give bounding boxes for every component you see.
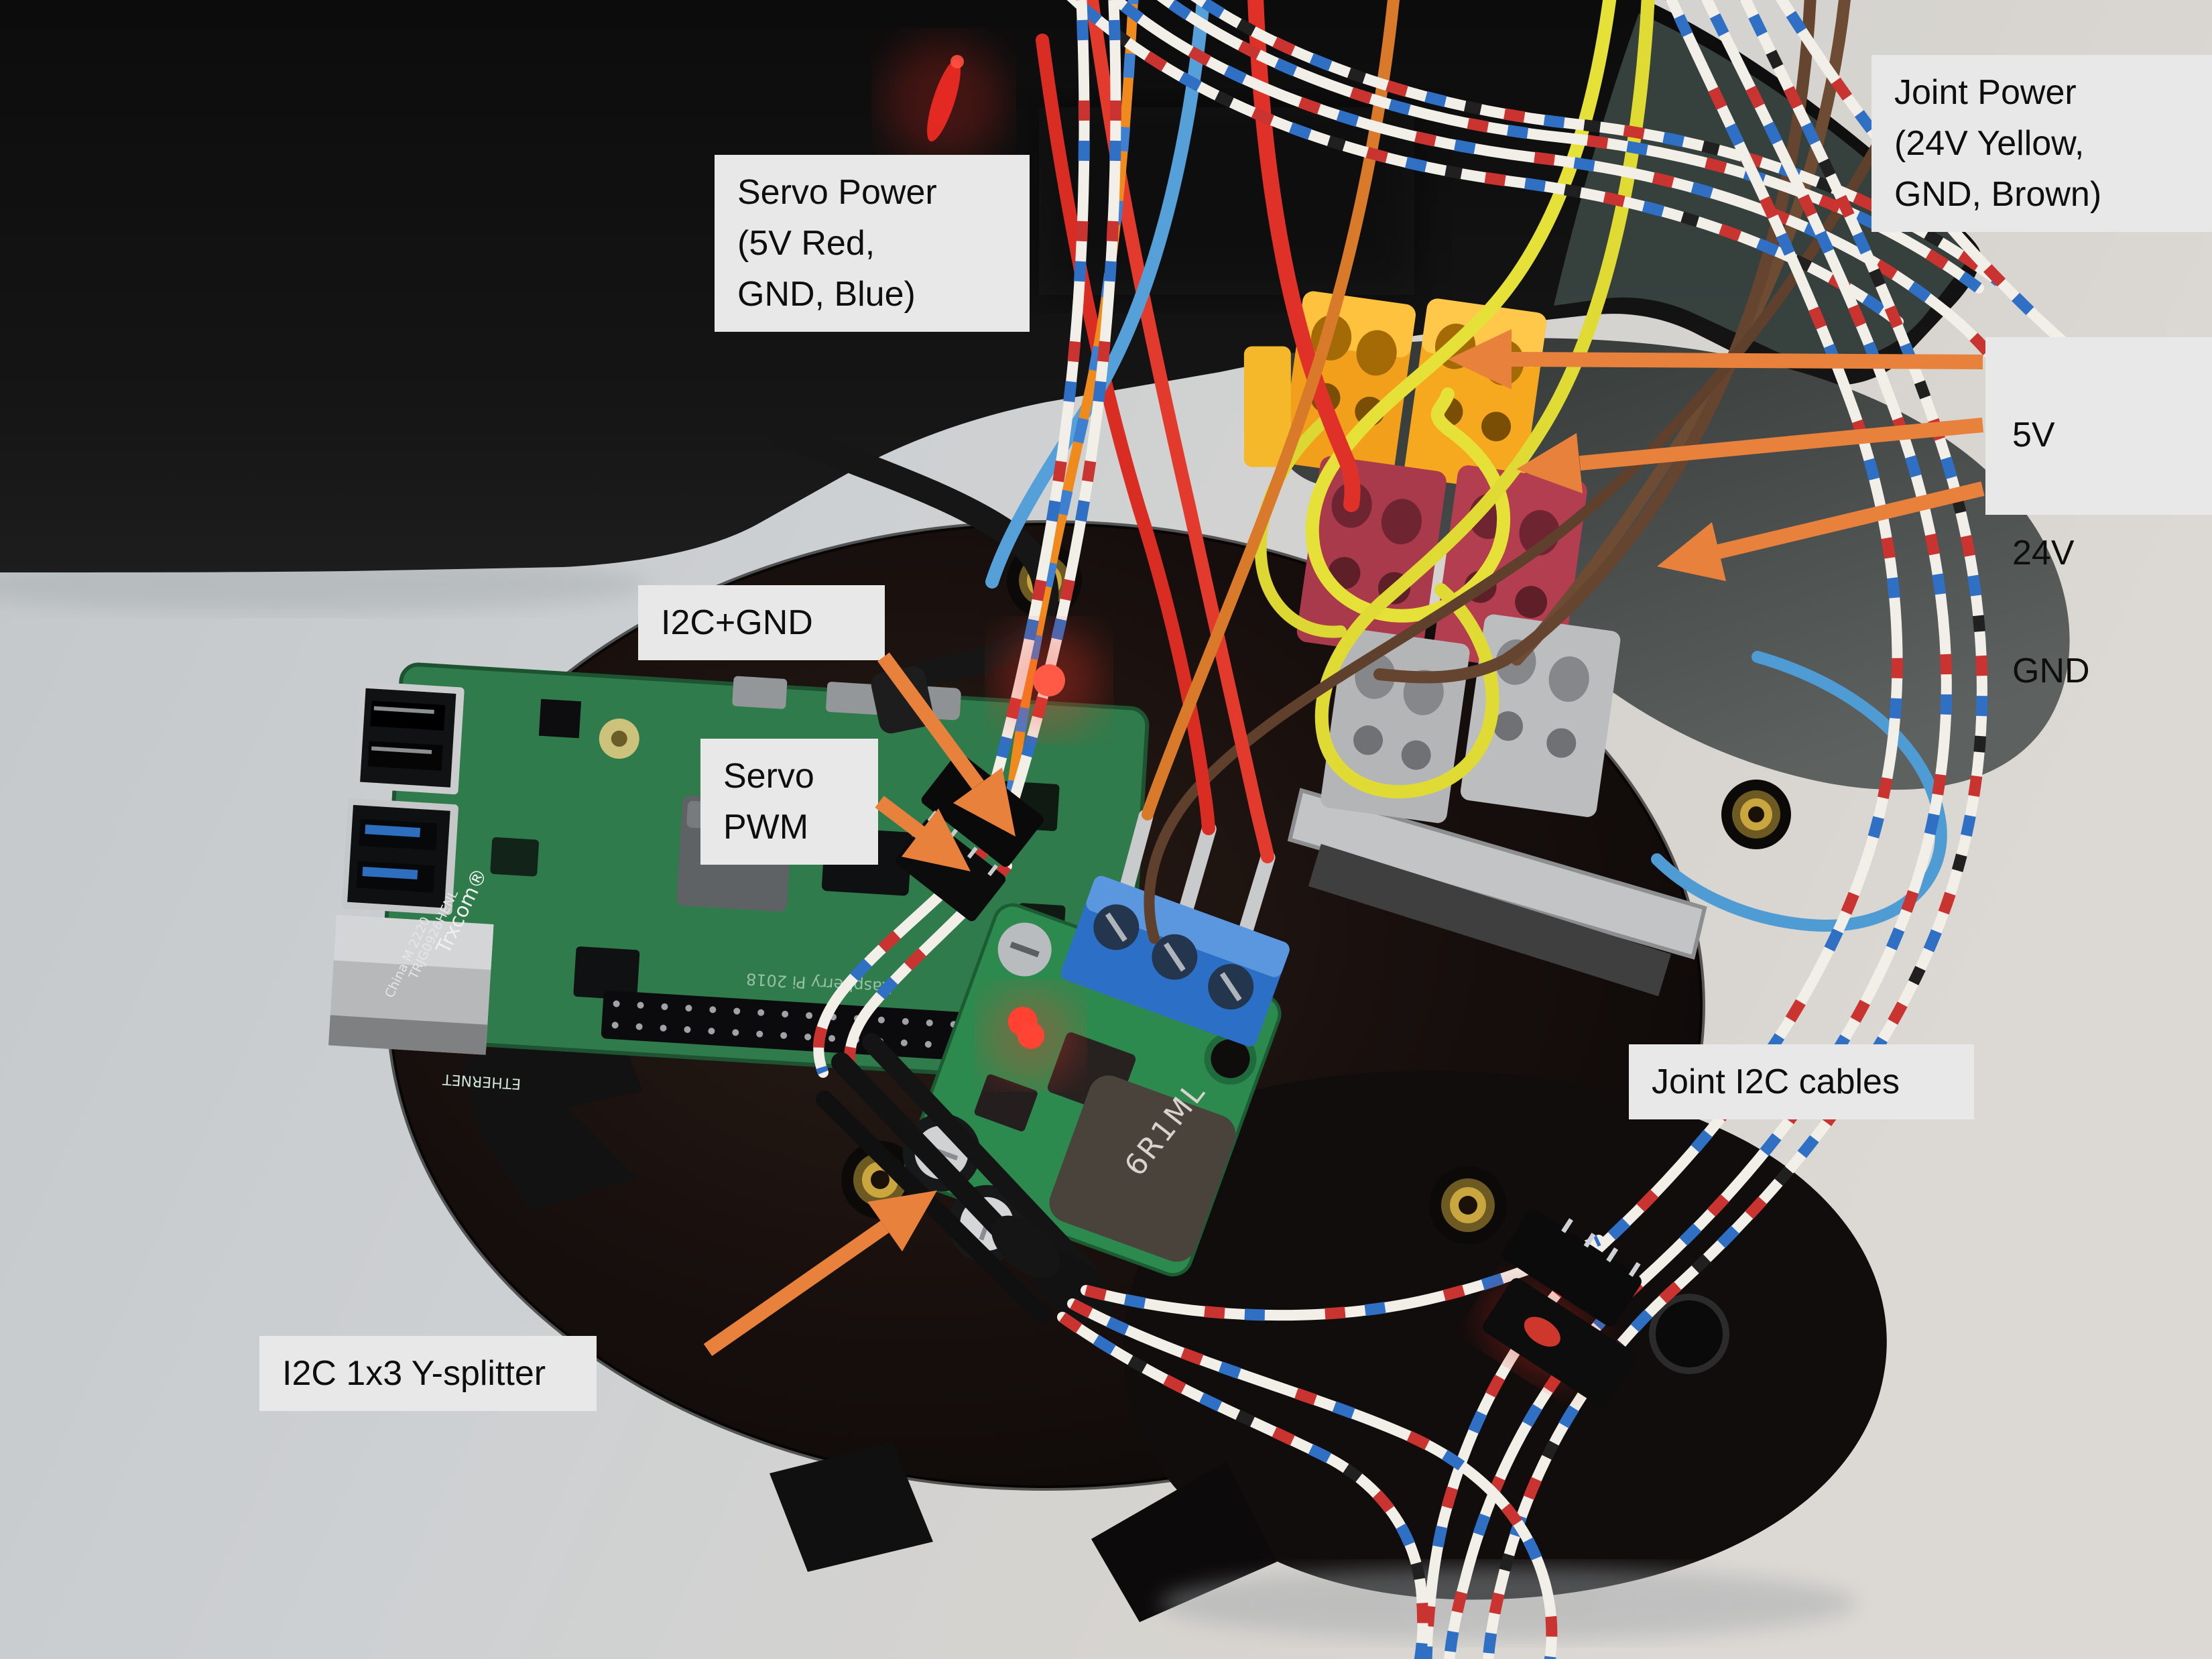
label-joint-i2c: Joint I2C cables	[1629, 1044, 1974, 1119]
arrow-servo-pwm	[875, 796, 971, 871]
label-y-splitter: I2C 1x3 Y-splitter	[259, 1336, 597, 1411]
screw-terminal-blue	[1060, 875, 1290, 1047]
ethernet-jack: Trxcom® TRJG0926HENL China M 2220 ETHERN…	[328, 865, 521, 1092]
red-reflection	[883, 40, 1004, 161]
arrow-gnd	[1657, 481, 1985, 581]
rail-gnd-label: GND	[2012, 652, 2090, 690]
din-rail	[1287, 788, 1707, 960]
label-servo-pwm: Servo PWM	[700, 739, 878, 865]
arrow-y-splitter	[703, 1190, 937, 1357]
arrow-24v	[1516, 418, 1984, 493]
arrow-i2c-gnd	[877, 652, 1016, 837]
label-joint-power: Joint Power (24V Yellow, GND, Brown)	[1871, 55, 2212, 232]
inductor: 6R1ML	[1049, 1075, 1236, 1262]
wiring	[770, 0, 2212, 1659]
pi-status-led	[1033, 664, 1065, 696]
label-i2c-gnd: I2C+GND	[638, 585, 885, 660]
usb2-port	[354, 681, 465, 795]
usb-c-plug	[871, 666, 934, 734]
label-servo-power: Servo Power (5V Red, GND, Blue)	[715, 155, 1030, 332]
usb3-port	[341, 798, 458, 915]
brass-inserts	[841, 543, 1791, 1374]
i2c-y-splitter	[816, 1033, 1113, 1324]
joint-i2c-connectors	[1482, 1209, 1642, 1407]
led-glows	[984, 627, 1103, 1083]
rail-5v-label: 5V	[2012, 416, 2055, 454]
arrow-5v	[1448, 329, 1983, 389]
rail-24v-label: 24V	[2012, 534, 2075, 572]
label-power-rails: 5V 24V GND	[1985, 337, 2212, 690]
